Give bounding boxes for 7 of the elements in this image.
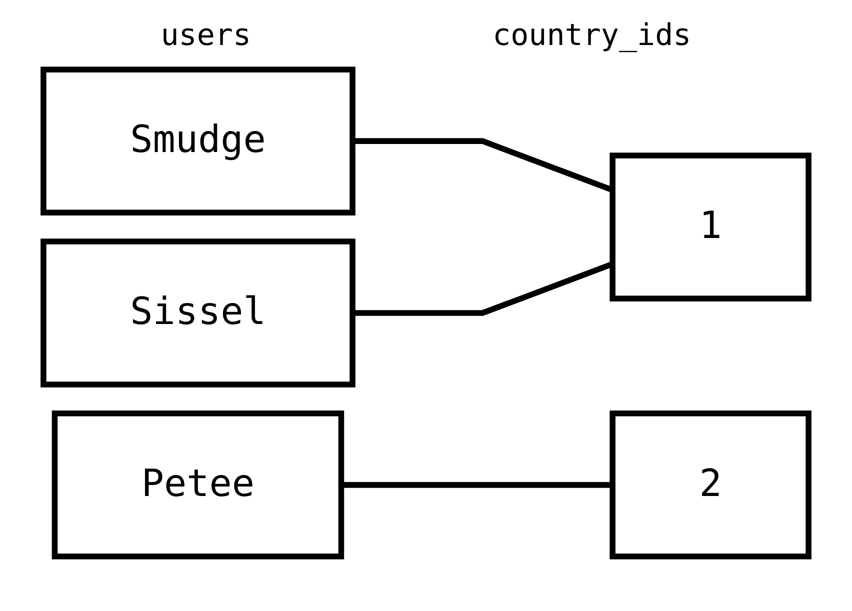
- name-box: Sissel: [40, 238, 356, 388]
- name-box: Petee: [52, 410, 344, 560]
- name-box: Smudge: [40, 66, 356, 216]
- column-heading: country_ids: [492, 18, 692, 53]
- name-box: 1: [610, 152, 812, 302]
- name-box: 2: [610, 410, 812, 560]
- column-heading: users: [160, 18, 252, 53]
